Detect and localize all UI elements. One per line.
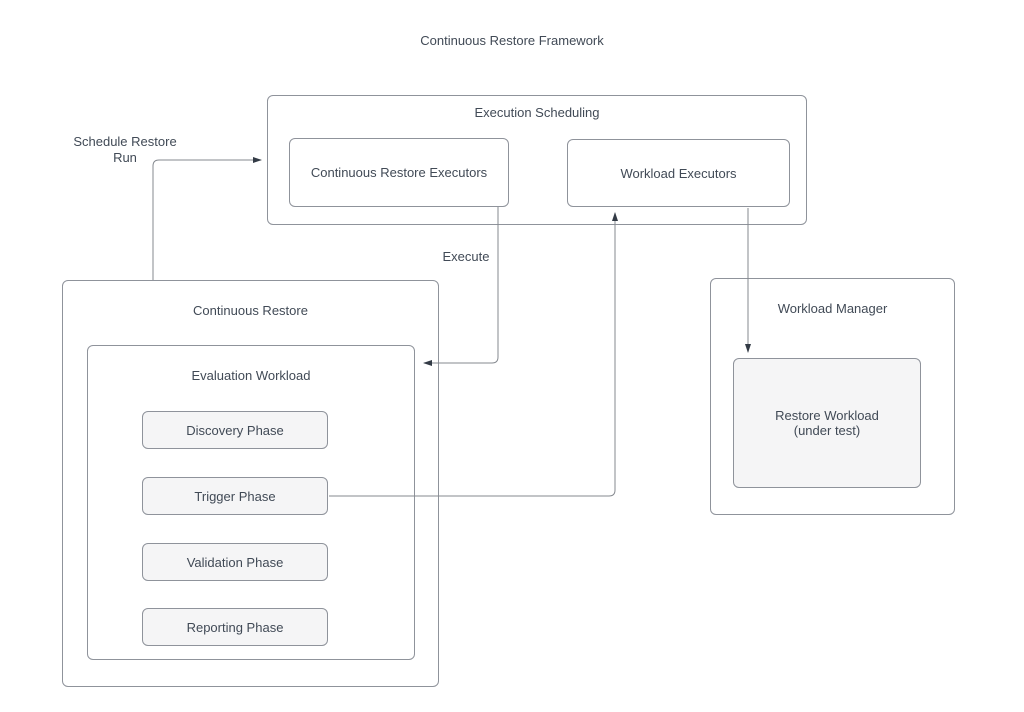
reporting-phase-label: Reporting Phase <box>186 619 284 635</box>
edge-schedule-restore-run <box>152 157 262 280</box>
execute-edge-label: Execute <box>442 249 490 264</box>
continuous-restore-label: Continuous Restore <box>193 303 308 318</box>
continuous-restore-executors-label: Continuous Restore Executors <box>310 165 488 180</box>
trigger-phase-label: Trigger Phase <box>194 488 276 504</box>
validation-phase-node: Validation Phase <box>142 543 328 581</box>
restore-workload-node: Restore Workload (under test) <box>733 358 921 488</box>
diagram-title: Continuous Restore Framework <box>420 33 604 48</box>
discovery-phase-node: Discovery Phase <box>142 411 328 449</box>
discovery-phase-label: Discovery Phase <box>186 422 284 438</box>
execution-scheduling-label: Execution Scheduling <box>474 105 600 120</box>
validation-phase-label: Validation Phase <box>186 554 284 570</box>
restore-workload-label: Restore Workload (under test) <box>775 408 879 438</box>
trigger-phase-node: Trigger Phase <box>142 477 328 515</box>
workload-executors-label: Workload Executors <box>620 165 737 181</box>
continuous-restore-executors-node: Continuous Restore Executors <box>289 138 509 207</box>
reporting-phase-node: Reporting Phase <box>142 608 328 646</box>
workload-manager-label: Workload Manager <box>777 301 888 316</box>
schedule-restore-run-edge-label: Schedule Restore Run <box>73 134 177 166</box>
workload-executors-node: Workload Executors <box>567 139 790 207</box>
evaluation-workload-label: Evaluation Workload <box>191 368 311 383</box>
